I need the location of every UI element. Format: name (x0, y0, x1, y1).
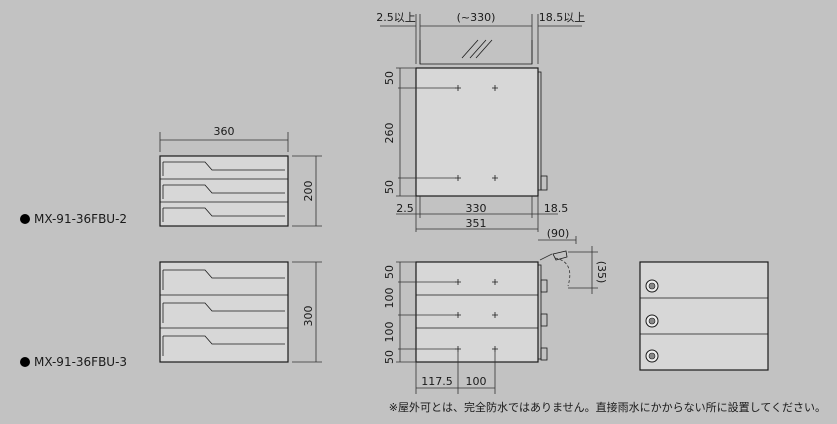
lock-icon (645, 349, 659, 363)
model-2-front-view: 360 200 MX-91-36FBU-2 (20, 125, 322, 227)
front-view-with-locks (639, 261, 769, 371)
side-depth-label: (35) (595, 261, 608, 284)
lower-view-body (415, 261, 539, 363)
model-2-width-label: 360 (214, 125, 235, 138)
side-top-left-label: 2.5以上 (376, 11, 416, 24)
side-vert-50-bottom: 50 (383, 180, 396, 194)
lock-icon (645, 279, 659, 293)
side-bottom-center-label: 330 (466, 202, 487, 215)
footer-note: ※屋外可とは、完全防水ではありません。直接雨水にかからない所に設置してください。 (389, 400, 826, 414)
front-box (639, 261, 769, 371)
lock-icon (645, 314, 659, 328)
lower-vert-50-bottom: 50 (383, 350, 396, 364)
hinge-icon (540, 347, 548, 361)
model-2-height-label: 200 (302, 181, 315, 202)
hinge-icon (540, 175, 548, 191)
model-2-bullet (20, 214, 30, 224)
model-2-name: MX-91-36FBU-2 (34, 212, 127, 226)
side-vert-260: 260 (383, 123, 396, 144)
model-2-box (159, 155, 289, 227)
model-3-box (159, 261, 289, 363)
hinge-icon (540, 313, 548, 327)
lower-bottom-left-label: 117.5 (421, 375, 453, 388)
model-3-height-label: 300 (302, 306, 315, 327)
side-vert-50-top: 50 (383, 71, 396, 85)
hinge-icon (540, 279, 548, 293)
side-top-right-label: 18.5以上 (539, 11, 586, 24)
side-bottom-left-label: 2.5 (396, 202, 414, 215)
side-top-center-label: (~330) (457, 11, 496, 24)
model-3-name: MX-91-36FBU-3 (34, 355, 127, 369)
side-view: 2.5以上 (~330) 18.5以上 50 260 50 2. (376, 11, 585, 232)
lower-vert-100-b: 100 (383, 322, 396, 343)
lower-vert-50-top: 50 (383, 265, 396, 279)
side-bottom-right-label: 18.5 (544, 202, 569, 215)
side-total-label: 351 (466, 217, 487, 230)
lower-vert-100-a: 100 (383, 288, 396, 309)
open-angle-label: (90) (547, 227, 570, 240)
lower-side-view: (90) (35) 50 100 100 50 (383, 227, 608, 394)
lower-bottom-right-label: 100 (466, 375, 487, 388)
model-3-bullet (20, 357, 30, 367)
model-3-front-view: 300 MX-91-36FBU-3 (20, 261, 322, 369)
side-view-body (415, 67, 539, 197)
